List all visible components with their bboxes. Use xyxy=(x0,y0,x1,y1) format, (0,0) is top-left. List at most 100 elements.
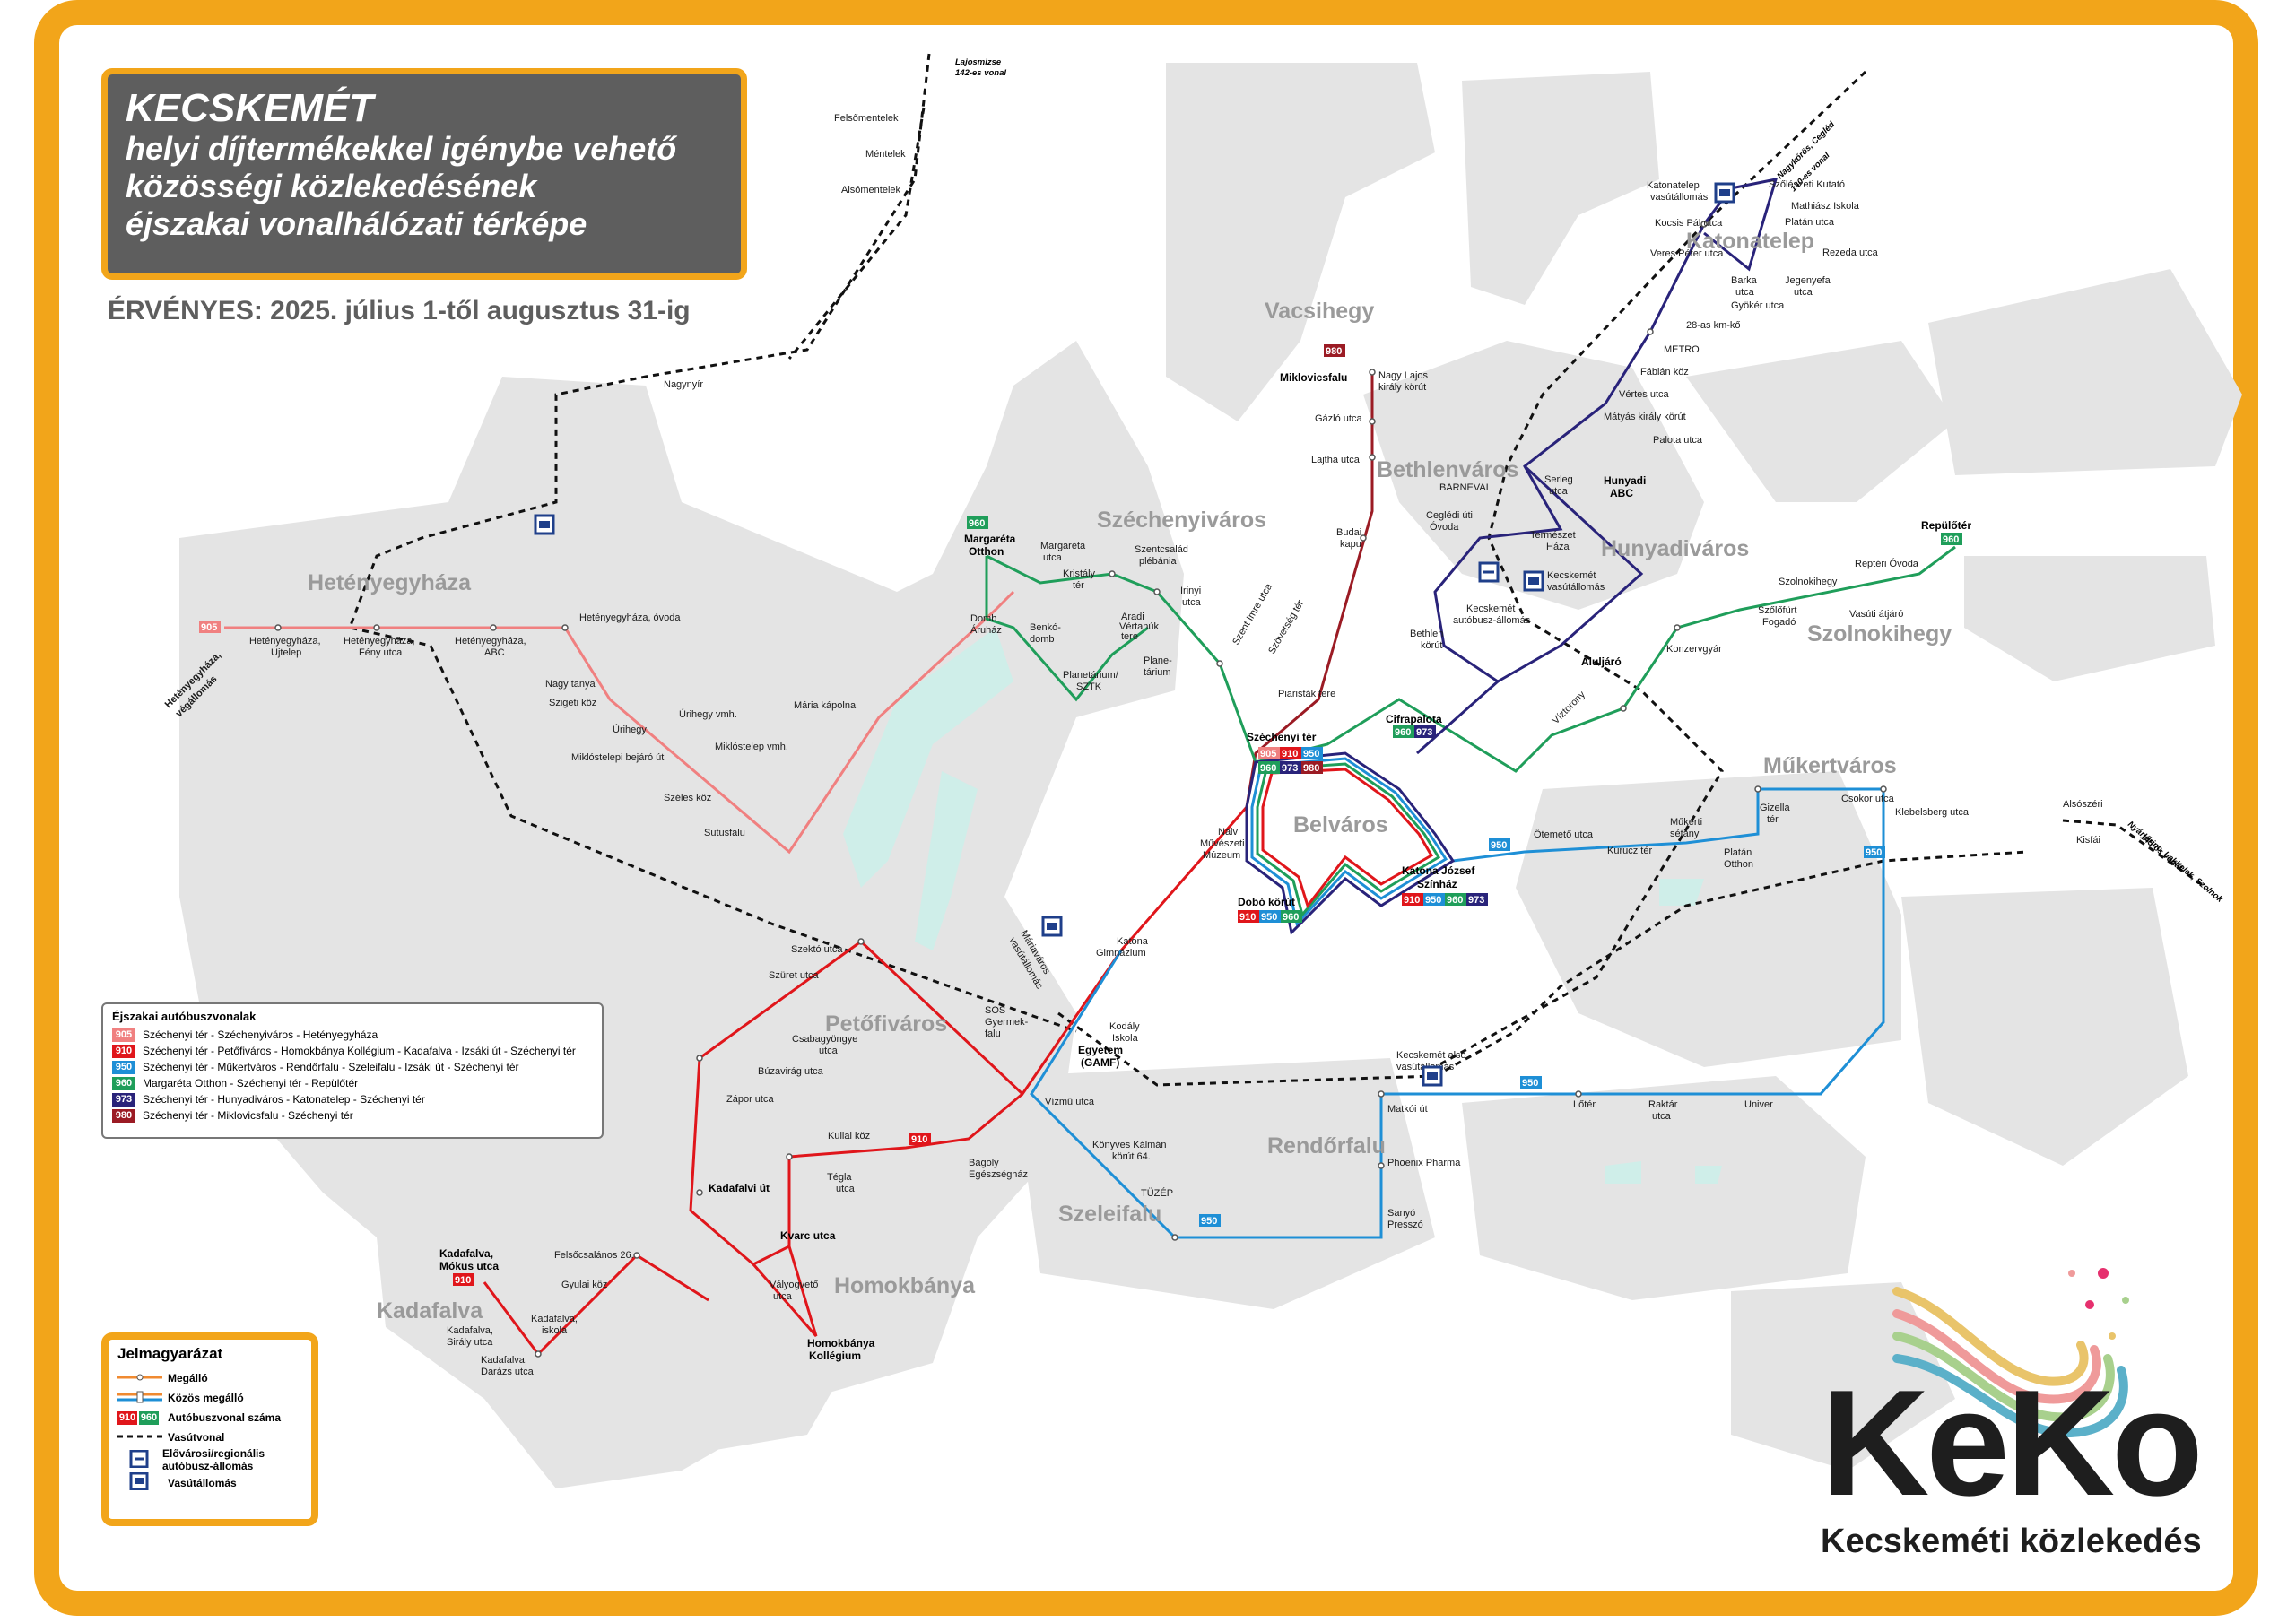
svg-text:910: 910 xyxy=(455,1275,471,1286)
stop-alsomentelek: Alsómentelek xyxy=(841,185,901,195)
stop-bagoly-2: Egészségház xyxy=(969,1169,1028,1180)
stop-tuzep: TÜZÉP xyxy=(1141,1187,1173,1199)
train-station-icon xyxy=(534,514,555,535)
stop-bagoly-1: Bagoly xyxy=(969,1158,999,1168)
stop-rezeda: Rezeda utca xyxy=(1822,247,1879,258)
stop-heteny-abc-2: ABC xyxy=(484,647,505,658)
bus-station-icon xyxy=(117,1449,162,1471)
legend-bus-station-label: Elővárosi/regionális autóbusz-állomás xyxy=(162,1447,265,1472)
svg-text:910: 910 xyxy=(1239,912,1256,923)
hub-katona-jozsef-1: Katona József xyxy=(1402,864,1475,877)
stop-benkodomb-1: Benkó- xyxy=(1030,622,1061,633)
district-kadafalva: Kadafalva xyxy=(377,1298,483,1324)
route-description: Széchenyi tér - Petőfiváros - Homokbánya… xyxy=(143,1045,576,1057)
stop-irinyi-2: utca xyxy=(1182,597,1202,608)
badge-973: 973 xyxy=(1414,725,1436,738)
stop-heteny-ujtelep-1: Hetényegyháza, xyxy=(249,636,321,647)
badge-973: 973 xyxy=(1466,893,1488,906)
stop-planetarium-sztk-2: SZTK xyxy=(1076,681,1102,692)
stop-szoleszeti: Szőlészeti Kutató xyxy=(1769,179,1845,190)
stop-konzervgyar: Konzervgyár xyxy=(1666,644,1722,655)
svg-text:960: 960 xyxy=(1395,727,1411,738)
stop-metro: METRO xyxy=(1664,344,1700,355)
badge-910: 910 xyxy=(1280,747,1301,759)
stop-aradi-2: Vértanúk xyxy=(1119,621,1160,632)
badge-950: 950 xyxy=(1301,747,1323,759)
map-title-box: KECSKEMÉT helyi díjtermékekkel igénybe v… xyxy=(101,68,747,280)
svg-text:950: 950 xyxy=(1866,847,1882,858)
stop-matkoi: Matkói út xyxy=(1387,1104,1428,1115)
svg-text:910: 910 xyxy=(1404,895,1420,906)
stop-planetarium-2: tárium xyxy=(1144,667,1171,678)
hub-kadafalva-mokus-1: Kadafalva, xyxy=(439,1247,493,1260)
stop-miklostelep-vmh: Miklóstelep vmh. xyxy=(715,742,788,752)
route-description: Széchenyi tér - Miklovicsfalu - Szécheny… xyxy=(143,1109,353,1122)
stop-nagynyir: Nagynyír xyxy=(664,379,703,390)
svg-text:973: 973 xyxy=(1468,895,1484,906)
stop-planetarium-1: Plane- xyxy=(1144,655,1172,666)
rail-label-katonatelep-1: Katonatelep xyxy=(1647,180,1700,191)
stop-csabagyongye-2: utca xyxy=(819,1046,839,1056)
stop-gyulai: Gyulai köz xyxy=(561,1280,607,1290)
route-badge: 910 xyxy=(112,1044,135,1058)
stop-veres-peter: Veres Péter utca xyxy=(1650,248,1724,259)
rail-lajosmizse xyxy=(347,53,1077,1033)
stop-klebelsberg: Klebelsberg utca xyxy=(1895,807,1970,818)
route-description: Széchenyi tér - Műkertváros - Rendőrfalu… xyxy=(143,1061,519,1073)
stop-heteny-feny-2: Fény utca xyxy=(359,647,403,658)
legend-row-bus-station: Elővárosi/regionális autóbusz-állomás xyxy=(117,1447,302,1472)
stop-zapor: Zápor utca xyxy=(726,1094,774,1105)
stop-margareta-utca-1: Margaréta xyxy=(1040,541,1086,551)
stop-domb-1: Domb xyxy=(970,613,996,624)
stop-budai-kapu-2: kapu xyxy=(1340,539,1361,550)
stop-vertes: Vértes utca xyxy=(1619,389,1670,400)
stop-mentelek: Méntelek xyxy=(865,149,906,160)
hub-egyetem-2: (GAMF) xyxy=(1081,1056,1119,1069)
district-szechenyivaros: Széchenyiváros xyxy=(1097,508,1266,533)
rail-symbol-icon xyxy=(117,1431,168,1444)
stop-kadafalva-iskola-1: Kadafalva, xyxy=(531,1314,578,1324)
stop-nagy-tanya: Nagy tanya xyxy=(545,679,596,690)
hub-margareta-2: Otthon xyxy=(969,545,1004,558)
stop-sutusfalu: Sutusfalu xyxy=(704,828,745,838)
badge-960: 960 xyxy=(967,516,988,529)
stop-konyves-2: körút 64. xyxy=(1112,1151,1151,1162)
stop-sos-2: Gyermek- xyxy=(985,1017,1029,1028)
route-legend-heading: Éjszakai autóbuszvonalak xyxy=(112,1010,257,1023)
stop-heteny-abc-1: Hetényegyháza, xyxy=(455,636,526,647)
stop-platan: Platán utca xyxy=(1785,217,1835,228)
title-line-4: éjszakai vonalhálózati térképe xyxy=(126,205,587,242)
route-badge: 973 xyxy=(112,1092,135,1107)
badge-950: 950 xyxy=(1520,1076,1542,1089)
stop-termeszet-1: Természet xyxy=(1530,530,1576,541)
badge-950: 950 xyxy=(1259,910,1281,923)
badge-980: 980 xyxy=(1301,761,1323,774)
route-910 xyxy=(483,806,1248,1357)
district-mukertvaros: Műkertváros xyxy=(1763,753,1897,778)
stop-bethlen-2: körút xyxy=(1421,640,1442,651)
stop-barka-2: utca xyxy=(1735,287,1755,298)
badge-950: 950 xyxy=(1199,1214,1221,1227)
stop-margareta-utca-2: utca xyxy=(1043,552,1063,563)
route-legend-item: 950 Széchenyi tér - Műkertváros - Rendőrf… xyxy=(112,1059,593,1075)
stop-heteny-ovoda: Hetényegyháza, óvoda xyxy=(579,612,681,623)
stop-felsocsalanos: Felsőcsalános 26. xyxy=(554,1250,634,1261)
route-badge: 950 xyxy=(112,1060,135,1074)
legend-line-number-label: Autóbuszvonal száma xyxy=(168,1411,282,1424)
stop-szolnokihegy: Szolnokihegy xyxy=(1779,577,1838,587)
water-areas xyxy=(843,628,1722,1184)
badge-950: 950 xyxy=(1489,838,1510,851)
stop-kisfai: Kisfái xyxy=(2076,835,2100,846)
shared-stop-symbol-icon xyxy=(117,1391,168,1406)
stop-gizella-1: Gizella xyxy=(1760,803,1791,813)
svg-text:910: 910 xyxy=(911,1134,927,1145)
stop-mathiasz: Mathiász Iskola xyxy=(1791,201,1860,212)
stop-raktar-2: utca xyxy=(1652,1111,1672,1122)
legend-stop-label: Megálló xyxy=(168,1372,208,1384)
stop-buzavirag: Búzavirág utca xyxy=(758,1066,824,1077)
stop-nagy-lajos-2: király körút xyxy=(1378,382,1426,393)
stop-sos-3: falu xyxy=(985,1028,1001,1039)
